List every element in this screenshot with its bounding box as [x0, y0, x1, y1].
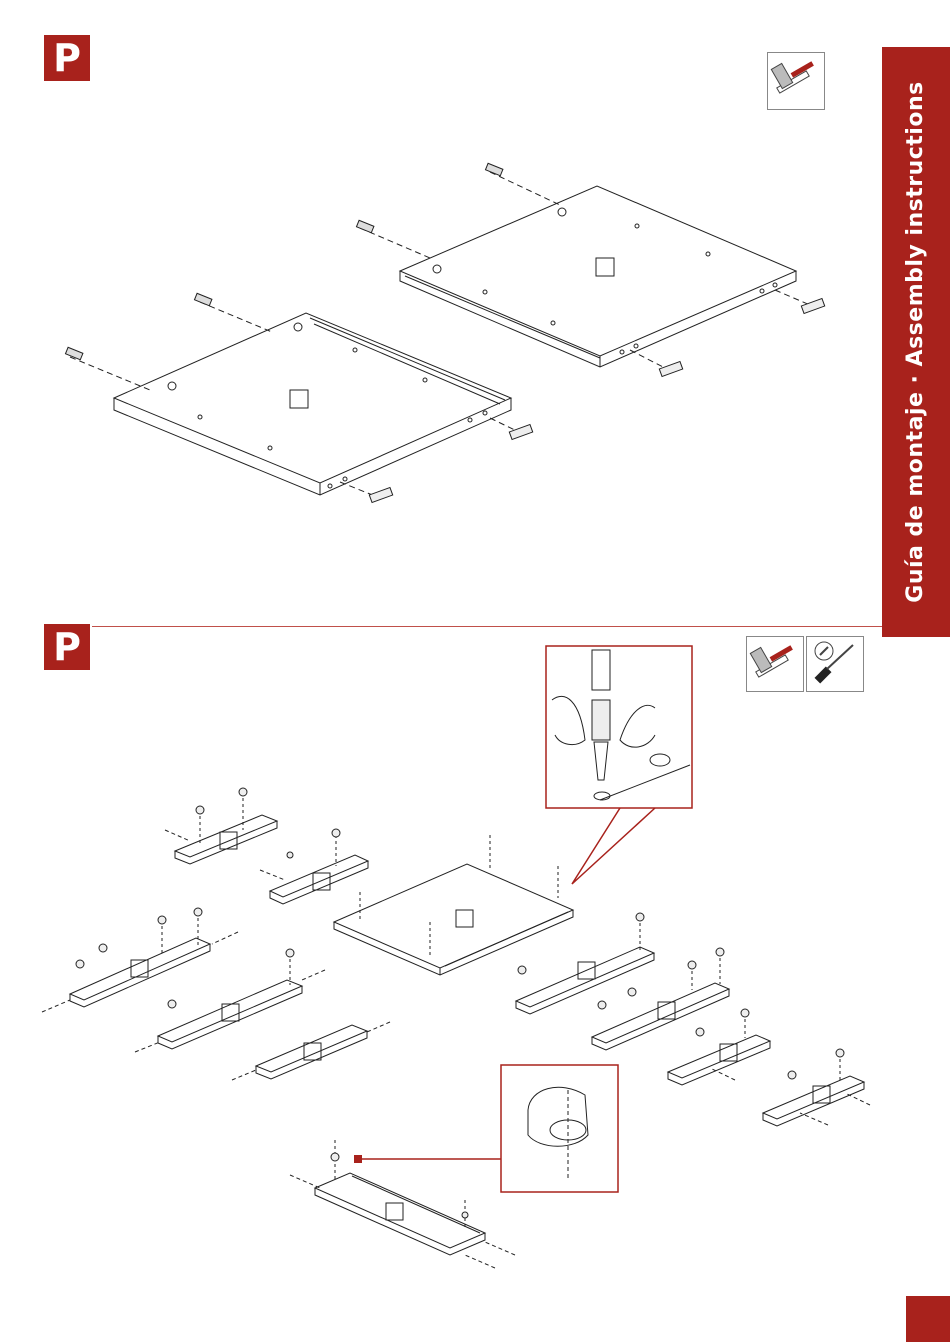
cam-fitting-detail: [552, 650, 690, 800]
rail-d: [158, 953, 302, 1049]
rail-a: [175, 792, 277, 864]
rail-h: [668, 1013, 770, 1085]
shelf-support-detail: [528, 1087, 588, 1180]
rail-e: [256, 1025, 367, 1079]
shelf-bottom: [315, 1140, 485, 1255]
detail-callout-cam: [546, 646, 692, 808]
panel-left: [70, 302, 525, 498]
rail-b: [270, 835, 368, 904]
panel-right: [360, 172, 810, 368]
panel-center: [334, 835, 573, 975]
rail-f: [516, 917, 654, 1014]
